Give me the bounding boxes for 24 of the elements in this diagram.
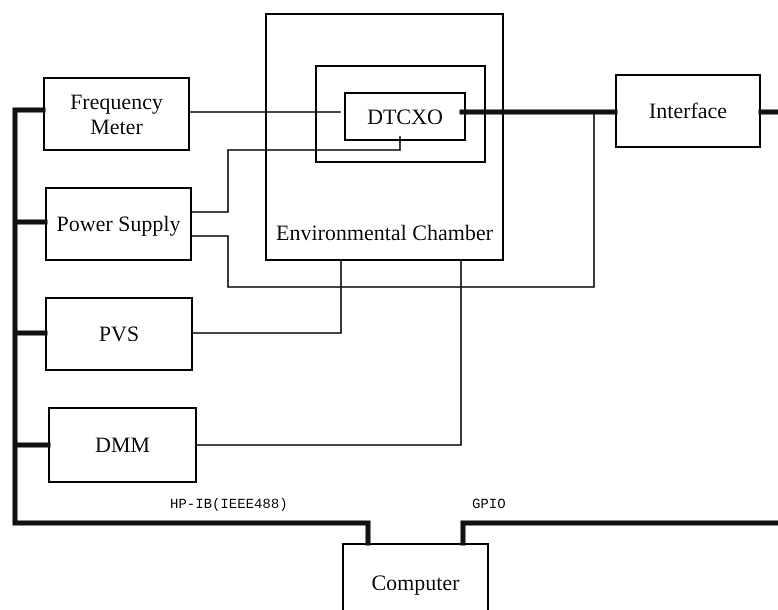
node-label: DTCXO [366,104,444,130]
bus-line [460,110,618,114]
bus-line [758,110,778,114]
device-box [45,297,193,371]
bus-line [460,520,778,546]
node-label: PVS [98,321,140,347]
device-box [45,187,192,261]
node-label: Frequency Meter [69,88,164,140]
node-label: Power Supply [55,211,182,237]
node-label: DMM [94,432,151,458]
enclosure-box [315,65,486,163]
signal-line [192,260,342,334]
signal-line [191,136,401,213]
node-label: Computer [370,570,460,596]
node-label: Environmental Chamber [275,220,494,245]
signal-line [196,260,462,446]
device-box [48,407,197,483]
signal-line [189,111,341,113]
device-box [43,77,190,151]
device-box [615,74,761,148]
node-label: Interface [648,98,728,124]
chamber-box [265,13,504,261]
device-box [342,543,489,610]
device-box [344,92,466,141]
